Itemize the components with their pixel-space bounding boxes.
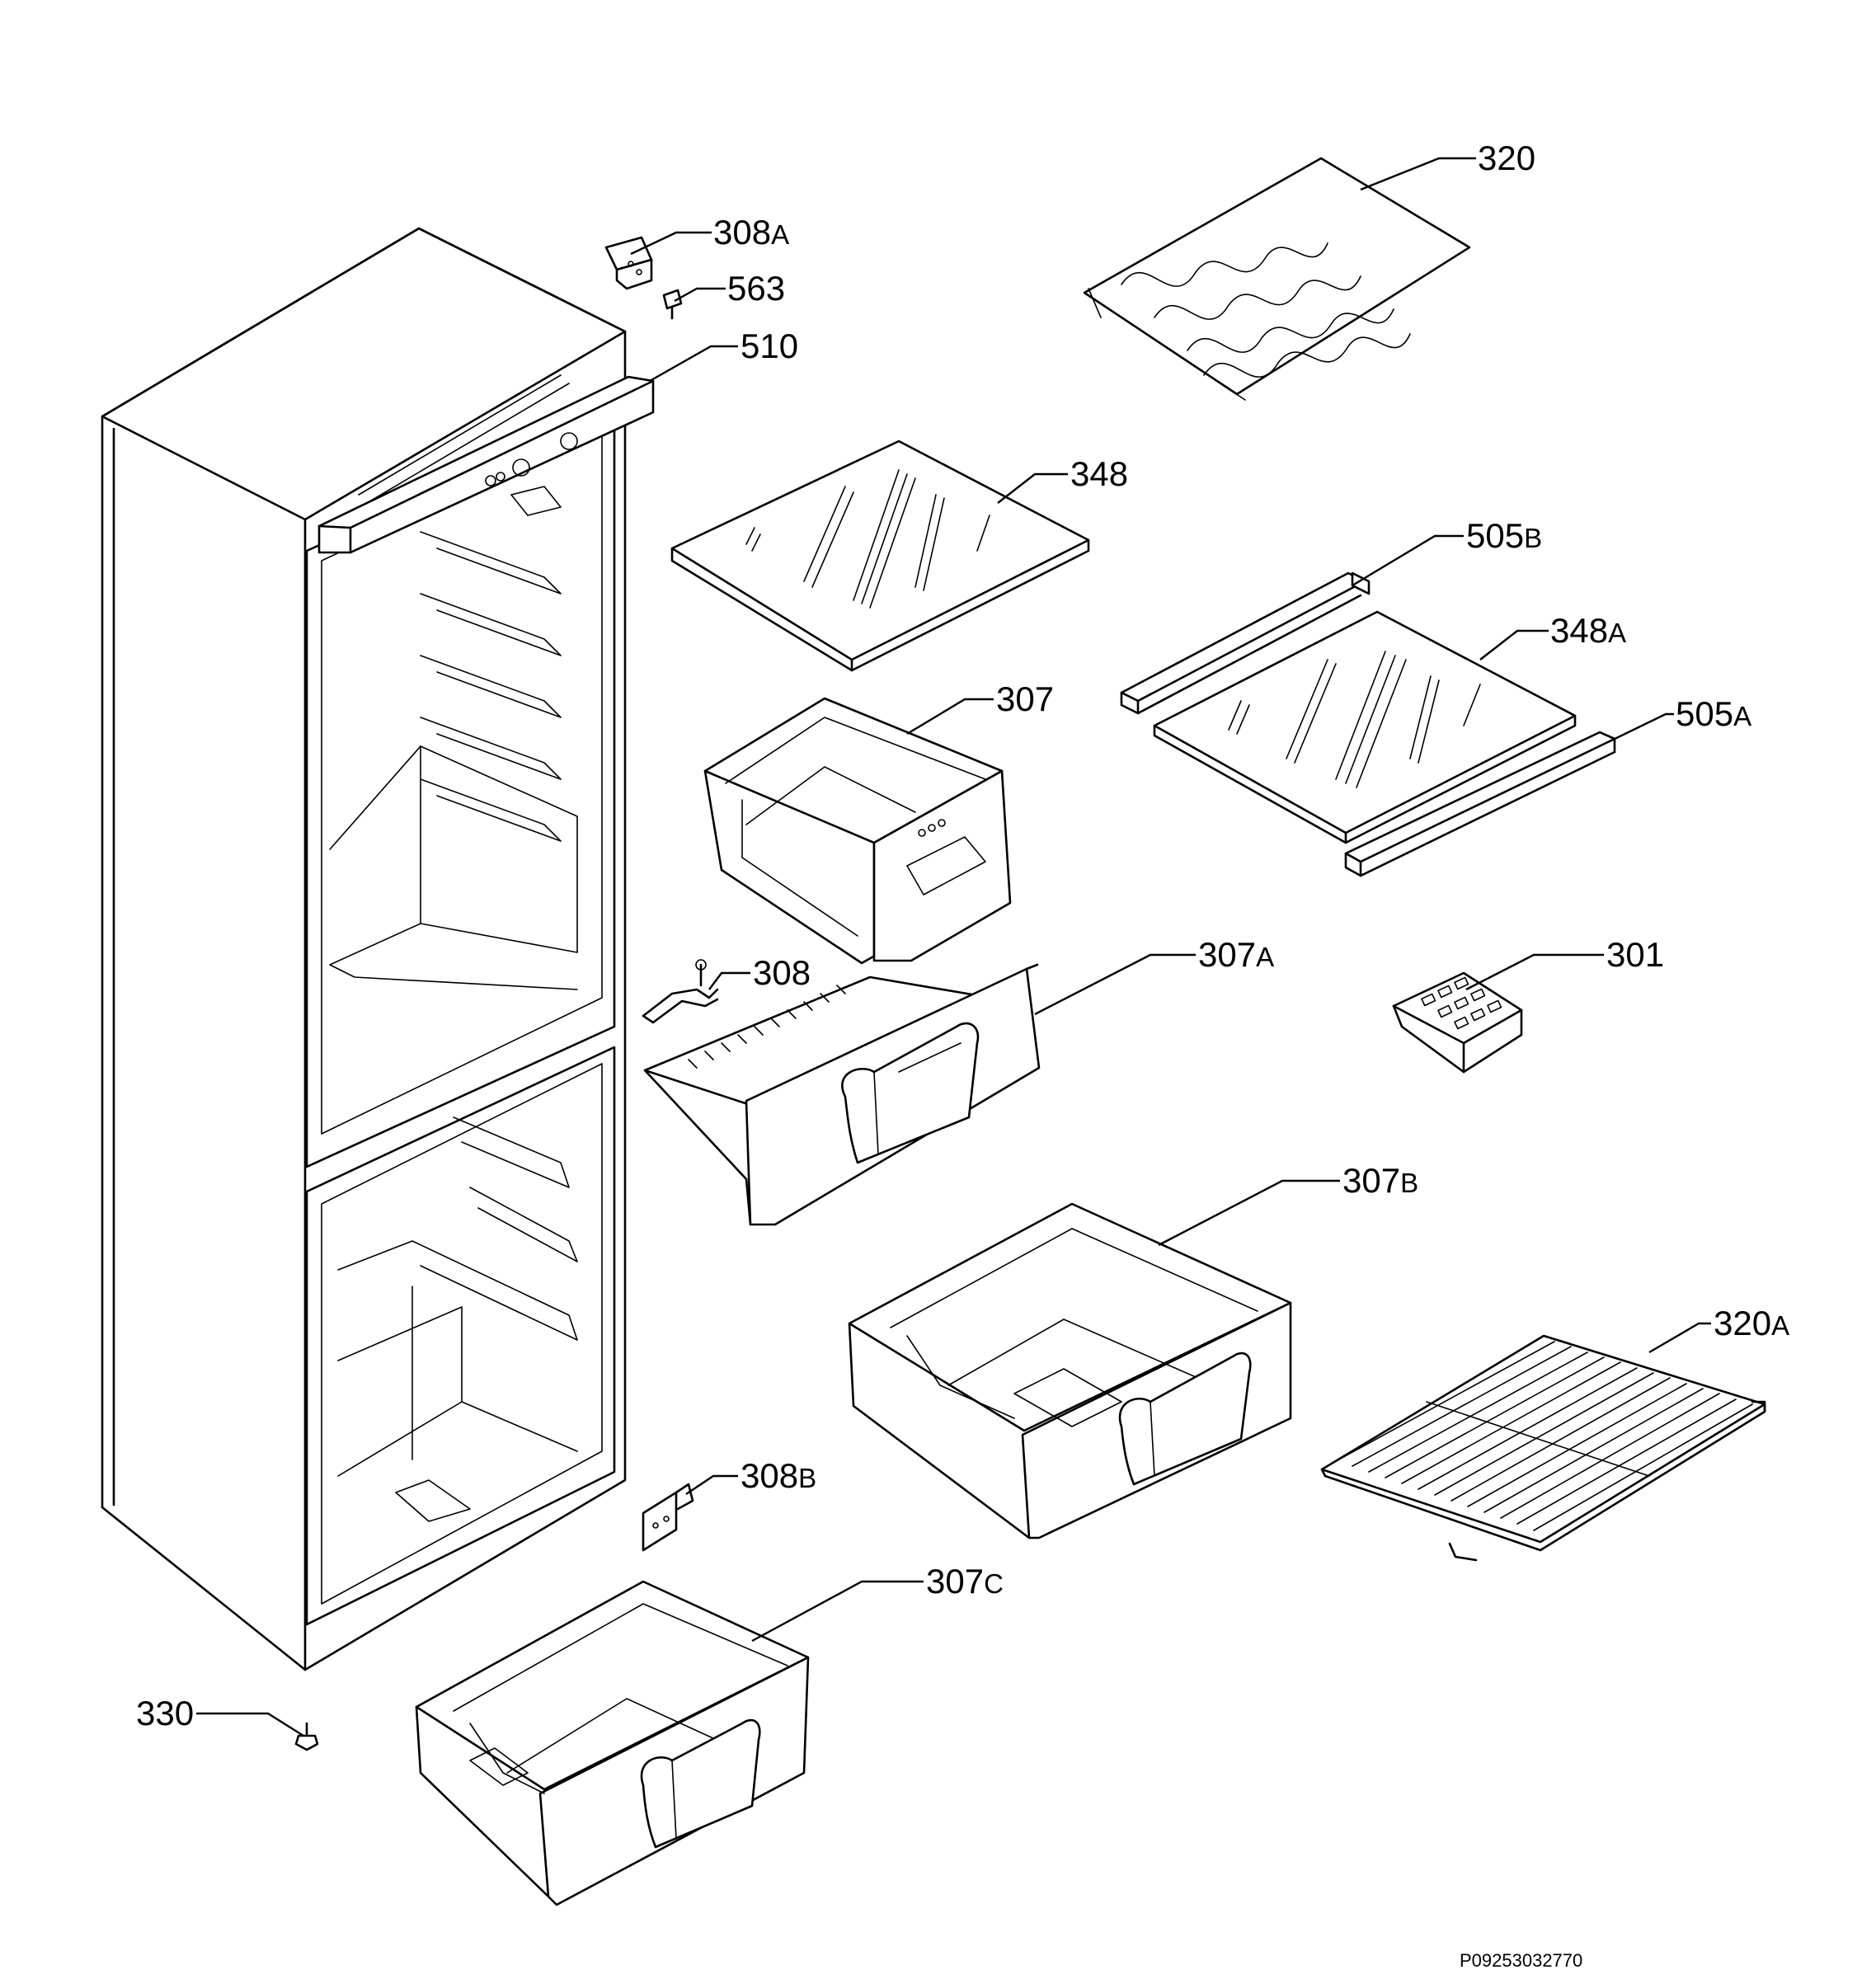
label-348: 348 bbox=[1070, 454, 1128, 493]
label-505B: 505B bbox=[1466, 516, 1542, 555]
wire-bottle-rack-part-320 bbox=[1083, 157, 1471, 401]
glass-shelf-part-348A bbox=[1153, 610, 1577, 844]
leader-lines bbox=[196, 157, 1711, 1737]
hinge-bracket-part-308A bbox=[604, 236, 653, 290]
drawer-part-307A bbox=[643, 963, 1041, 1226]
label-308: 308 bbox=[753, 953, 811, 992]
wire-shelf-part-320A bbox=[1320, 1334, 1766, 1562]
label-330: 330 bbox=[136, 1694, 194, 1732]
label-563: 563 bbox=[727, 269, 785, 308]
label-307B: 307B bbox=[1342, 1161, 1418, 1200]
label-505A: 505A bbox=[1676, 694, 1751, 733]
label-348A: 348A bbox=[1550, 611, 1626, 650]
hinge-bracket-part-308B bbox=[642, 1483, 694, 1552]
label-510: 510 bbox=[741, 327, 798, 365]
leveling-foot-part-330 bbox=[294, 1722, 319, 1751]
diagram-reference-code: P09253032770 bbox=[1460, 1950, 1582, 1971]
label-307: 307 bbox=[996, 679, 1054, 718]
ice-tray-part-301 bbox=[1392, 971, 1523, 1074]
fridge-cabinet bbox=[101, 227, 655, 1671]
label-307A: 307A bbox=[1198, 935, 1274, 974]
label-320: 320 bbox=[1478, 139, 1535, 177]
label-301: 301 bbox=[1606, 935, 1664, 974]
screw-part-563 bbox=[662, 289, 683, 320]
label-320A: 320A bbox=[1714, 1304, 1789, 1342]
drawer-part-307 bbox=[703, 697, 1012, 965]
label-307C: 307C bbox=[926, 1562, 1004, 1601]
control-panel-part-510 bbox=[317, 374, 655, 554]
label-308B: 308B bbox=[741, 1456, 816, 1495]
hinge-part-308 bbox=[642, 959, 719, 1024]
drawer-part-307B bbox=[848, 1202, 1292, 1539]
glass-shelf-part-348 bbox=[670, 440, 1090, 672]
shelf-rim-part-505B bbox=[1120, 571, 1371, 715]
drawer-part-307C bbox=[415, 1580, 810, 1906]
label-308A: 308A bbox=[713, 213, 789, 251]
part-labels: 308A 563 510 320 348 505B 348A 505A 307 … bbox=[136, 139, 1789, 1971]
